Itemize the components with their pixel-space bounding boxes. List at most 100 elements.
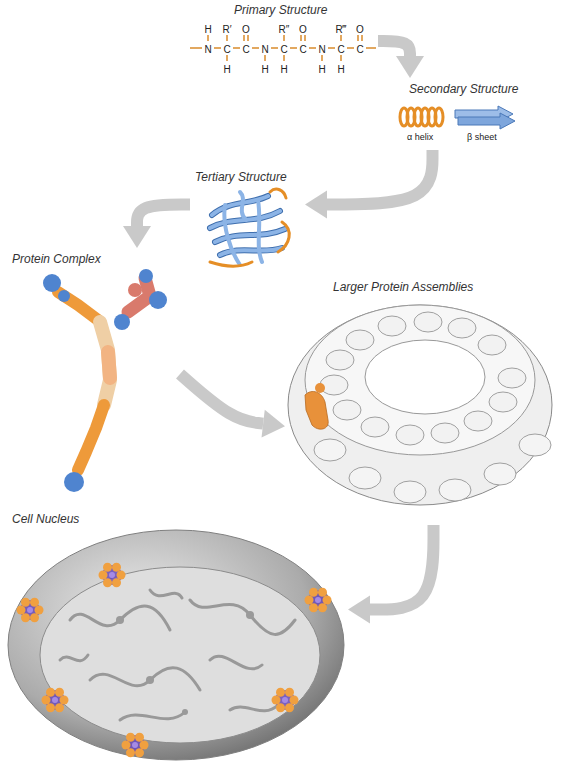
ring-assembly-part: [305, 305, 535, 455]
tertiary-ribbon-part: [210, 189, 289, 266]
label-slot: N: [261, 39, 268, 57]
nuclear-pores-part: [17, 598, 44, 623]
protein-complex-part: [128, 283, 142, 297]
peptide-bonds-part: [309, 47, 316, 49]
structure-label: α helix: [407, 132, 433, 143]
label-slot: H: [261, 59, 268, 77]
stage-panel: Tertiary Structure: [190, 168, 305, 272]
atom-symbol: N: [318, 44, 325, 55]
peptide-bonds-part: [226, 35, 228, 41]
tertiary-ribbon-part-part: [240, 192, 246, 220]
ring-assembly-part-part: [439, 479, 471, 501]
protein-complex-part: [43, 274, 61, 292]
peptide-bonds-part: [328, 47, 335, 49]
arrow-head: [123, 226, 151, 248]
peptide-bonds-part: [300, 35, 302, 41]
peptide-bonds-part: [243, 35, 245, 41]
beta-sheet-icon: [455, 106, 515, 129]
ring-assembly-part-part: [378, 316, 406, 336]
stage-title: Cell Nucleus: [12, 512, 79, 527]
peptide-bonds-part: [252, 47, 259, 49]
ring-assembly-part-part: [519, 434, 551, 456]
alpha-helix-icon-part: [435, 108, 443, 126]
nuclear-pores-part: [99, 563, 126, 588]
label-slot: N: [318, 39, 325, 57]
text-slot: Cell Nucleus: [12, 512, 79, 527]
text-slot: Primary Structure: [234, 3, 327, 18]
label-slot: C: [356, 39, 363, 57]
atom-symbol: R″: [279, 24, 290, 35]
stage-panel: Cell Nucleus: [5, 508, 348, 762]
atom-symbol: N: [204, 44, 211, 55]
stage-title: Larger Protein Assemblies: [333, 280, 473, 295]
label-slot: R‴: [336, 19, 347, 37]
nucleus-sphere-part: [60, 590, 295, 720]
peptide-bonds: [190, 35, 376, 61]
ring-assembly-part-part: [320, 375, 348, 395]
nuclear-pores-part: [305, 588, 332, 613]
ring-assembly-part: [305, 391, 328, 429]
label-slot: H: [223, 59, 230, 77]
tertiary-ribbon-part-part: [210, 262, 252, 266]
nucleus-sphere-part-part: [90, 668, 200, 690]
ring-assembly-part: [288, 305, 552, 505]
tertiary-ribbon-part: [210, 196, 285, 255]
nuclear-pores: [17, 563, 332, 758]
peptide-bonds-part: [366, 47, 376, 49]
ring-assembly-part-part: [394, 481, 426, 503]
nucleus-sphere-part-part: [182, 709, 188, 715]
ring-assembly-part-part: [346, 330, 374, 350]
tertiary-ribbon-part-part: [278, 222, 289, 252]
peptide-bonds-part: [357, 35, 359, 41]
atom-symbol: C: [223, 44, 230, 55]
label-slot: C: [223, 39, 230, 57]
atom-symbol: R′: [222, 24, 231, 35]
label-slot: C: [280, 39, 287, 57]
atom-symbol: H: [318, 64, 325, 75]
text-slot: Protein Complex: [12, 252, 101, 267]
nucleus-sphere-part-part: [150, 590, 182, 598]
atom-symbol: H: [337, 64, 344, 75]
nucleus-sphere-part: [8, 530, 344, 760]
tertiary-ribbon-part-part: [258, 200, 262, 262]
nuclear-pores-part: [122, 733, 149, 758]
nucleus-sphere-part-part: [246, 611, 254, 619]
atom-symbol: O: [299, 24, 307, 35]
stage-panel: Protein Complex: [8, 248, 180, 500]
protein-complex-part: [100, 322, 110, 405]
ring-assembly-part: [315, 383, 325, 393]
tertiary-ribbon-part-part: [224, 205, 240, 265]
label-slot: R″: [279, 19, 290, 37]
ring-assembly-part-part: [478, 335, 506, 355]
nucleus-sphere-part: [116, 611, 254, 715]
atom-symbol: O: [242, 24, 250, 35]
atom-symbol: R‴: [336, 24, 347, 35]
label-slot: H: [318, 59, 325, 77]
peptide-bonds-part: [321, 55, 323, 61]
label-slot: O: [356, 19, 364, 37]
stage-title: Protein Complex: [12, 252, 101, 267]
ring-assembly-part-part: [361, 417, 389, 437]
protein-complex-part: [78, 405, 104, 470]
label-slot: R′: [222, 19, 231, 37]
nucleus-sphere-part-part: [210, 656, 262, 669]
tertiary-ribbon-part-part: [220, 248, 282, 255]
atom-symbol: H: [223, 64, 230, 75]
label-slot: C: [242, 39, 249, 57]
atom-symbol: C: [299, 44, 306, 55]
peptide-bonds-part: [283, 55, 285, 61]
peptide-bonds-part: [247, 35, 249, 41]
protein-complex-part: [108, 352, 110, 378]
arrow-shaft: [180, 374, 263, 424]
protein-complex-part: [139, 269, 153, 283]
nucleus-sphere-part-part: [116, 616, 124, 624]
ring-assembly-part-part: [349, 467, 381, 489]
ring-assembly-part-part: [484, 463, 516, 485]
peptide-bonds-part: [207, 35, 209, 41]
text-slot: Secondary Structure: [409, 82, 518, 97]
label-slot: H: [280, 59, 287, 77]
label-slot: H: [337, 59, 344, 77]
peptide-bonds-part: [264, 55, 266, 61]
